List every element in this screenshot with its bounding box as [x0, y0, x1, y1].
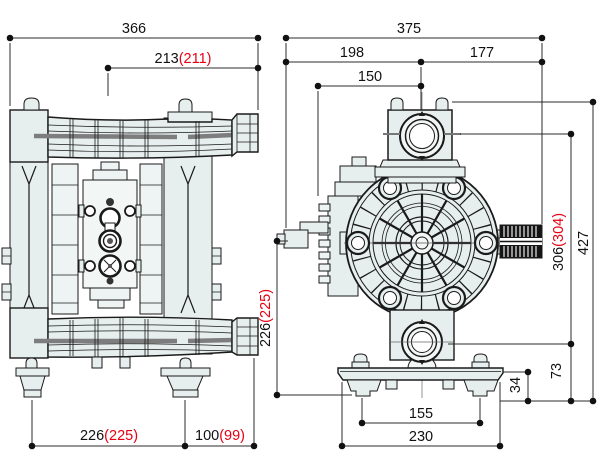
- top-cap-left: [390, 97, 404, 111]
- air-inlet-nipple: [276, 221, 329, 249]
- outlet-flange-bottom: [231, 317, 259, 356]
- side-view: [1, 97, 259, 398]
- outlet-flange-top: [231, 113, 259, 158]
- dim-front-bottom-widths: 155 230: [338, 382, 504, 450]
- side-view-feet: [15, 357, 211, 398]
- side-view-bottom-manifold: [9, 307, 259, 369]
- front-view: [276, 92, 543, 398]
- dim-label-155: 155: [409, 406, 433, 422]
- dimension-layer: 366 213(211) 226(225) 100(99) 226(225): [6, 21, 597, 450]
- top-cap-right: [435, 97, 449, 111]
- side-view-center-drive: [78, 161, 142, 309]
- front-view-base: [337, 353, 504, 397]
- dim-side-bottom: 226(225) 100(99): [28, 358, 258, 450]
- dim-label-366: 366: [122, 21, 146, 37]
- dim-label-306-304: 306(304): [551, 213, 567, 271]
- front-view-top-block: [374, 97, 466, 184]
- dim-label-427: 427: [576, 231, 592, 255]
- base-bolt-right: [473, 353, 488, 362]
- dim-label-34: 34: [508, 377, 524, 393]
- base-bolt-left: [353, 353, 368, 362]
- housing-bolts: [345, 175, 499, 311]
- air-cap-right: [178, 98, 193, 113]
- front-foot-right: [463, 379, 499, 397]
- dim-label-230: 230: [409, 429, 433, 445]
- inlet-port: [390, 319, 454, 365]
- dim-label-150: 150: [358, 69, 382, 85]
- dim-center-air-valve-height: 226(225): [258, 237, 352, 399]
- side-view-top-manifold: [9, 97, 259, 163]
- dim-label-198: 198: [340, 45, 364, 61]
- dim-label-213-211: 213(211): [155, 51, 212, 67]
- dim-label-73: 73: [549, 363, 565, 379]
- dim-side-center-right: 213(211): [104, 51, 262, 96]
- front-view-bottom-column: [389, 309, 455, 369]
- dim-front-heights: 427 306(304) 73 34: [448, 98, 597, 405]
- dim-label-375: 375: [397, 21, 421, 37]
- air-cap-left: [23, 97, 40, 111]
- dim-front-top-widths: 375 198 177 150: [282, 21, 546, 228]
- dim-label-226-225-feet: 226(225): [80, 428, 138, 444]
- dim-side-overall-width: 366: [6, 21, 262, 110]
- front-foot-left: [346, 379, 382, 397]
- dim-label-177: 177: [470, 45, 494, 61]
- dim-label-226-225-vert: 226(225): [258, 289, 274, 347]
- dim-label-100-99: 100(99): [195, 428, 245, 444]
- outlet-port: [383, 111, 461, 161]
- front-view-air-valve: [276, 156, 380, 297]
